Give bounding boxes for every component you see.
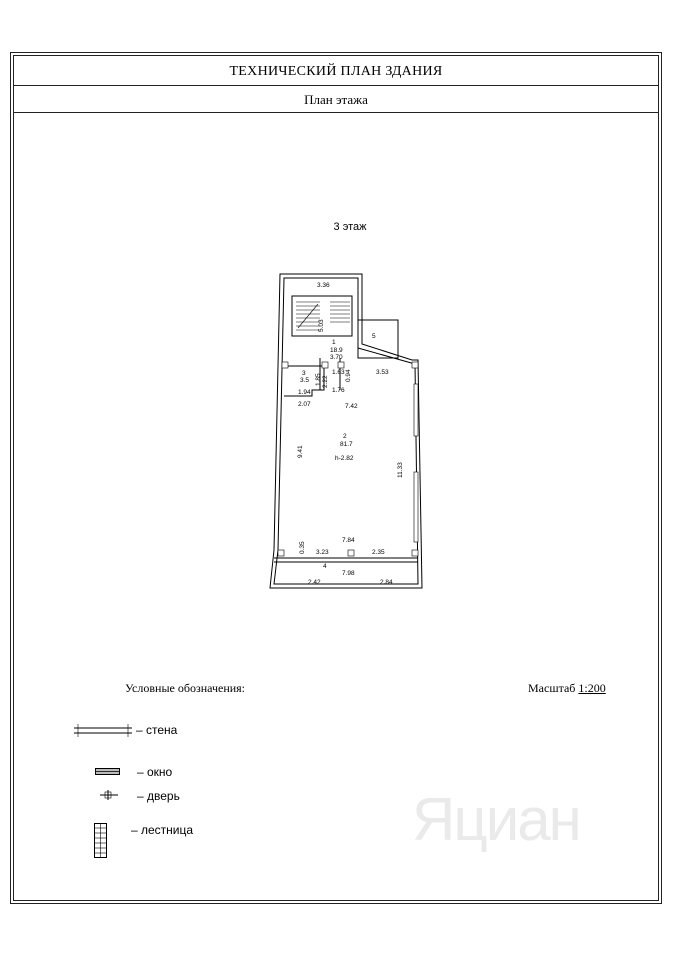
dim-2-35: 2.35 [372,549,385,556]
dim-7-98: 7.98 [342,570,355,577]
dim-11-33: 11.33 [397,462,404,478]
wall-icon [74,724,132,737]
dim-0-94: 0.94 [345,369,352,382]
dim-7-84: 7.84 [342,537,355,544]
header-divider [13,85,659,86]
dim-7-42: 7.42 [345,403,358,410]
dim-2-07: 2.07 [298,401,311,408]
room-1-id: 1 [332,339,336,346]
room-4-id: 4 [323,563,327,570]
room-2-id: 2 [343,433,347,440]
dim-3-36: 3.36 [317,282,330,289]
legend-window-label: – окно [137,765,173,779]
dim-3-70: 3.70 [330,354,343,361]
dim-1-76: 1.76 [332,387,345,394]
inner-frame [13,55,659,901]
dim-2-22: 2.22 [322,375,329,388]
legend-wall-label: – стена [136,723,178,737]
dim-2-84: 2.84 [380,579,393,586]
room-5-id: 5 [372,333,376,340]
dim-1-63: 1.63 [332,369,345,376]
room-1-area: 18.9 [330,347,343,354]
dim-0-35: 0.35 [299,541,306,554]
dim-2-42: 2.42 [308,579,321,586]
room-2-area: 81.7 [340,441,353,448]
room-2-height: h-2.82 [335,455,354,462]
legend-stairs-label: – лестница [131,823,194,837]
floor-label: 3 этаж [333,221,367,233]
outer-frame [10,52,662,904]
legend-door-label: – дверь [137,789,180,803]
stairs-block [291,295,353,337]
room-3-id: 3 [302,370,306,377]
door-icon [100,790,118,800]
scale-value: 1:200 [578,681,606,695]
scale-label: Масштаб [528,681,576,695]
room-3-wall [284,365,325,397]
stairs-icon [94,823,107,858]
outer-wall [269,273,423,589]
watermark: Яциан [412,786,582,853]
dim-3-53: 3.53 [376,369,389,376]
window-icon [95,768,120,775]
page-title: ТЕХНИЧЕСКИЙ ПЛАН ЗДАНИЯ [229,64,443,79]
dim-1-94: 1.94 [298,389,311,396]
header-bottom-divider [13,112,659,113]
dim-3-23: 3.23 [316,549,329,556]
page-subtitle: План этажа [304,92,368,107]
dim-5-03: 5.03 [318,319,325,332]
room-3-area: 3.5 [300,377,309,384]
legend-title: Условные обозначения: [125,681,246,695]
floor-plan: 1 18.9 2 81.7 h-2.82 3 3.5 4 5 3.36 5.03… [269,273,423,589]
scale: Масштаб 1:200 [528,681,606,696]
dim-9-41: 9.41 [297,445,304,458]
dim-1-85: 1.85 [315,373,322,386]
room-5-balcony [357,319,399,359]
